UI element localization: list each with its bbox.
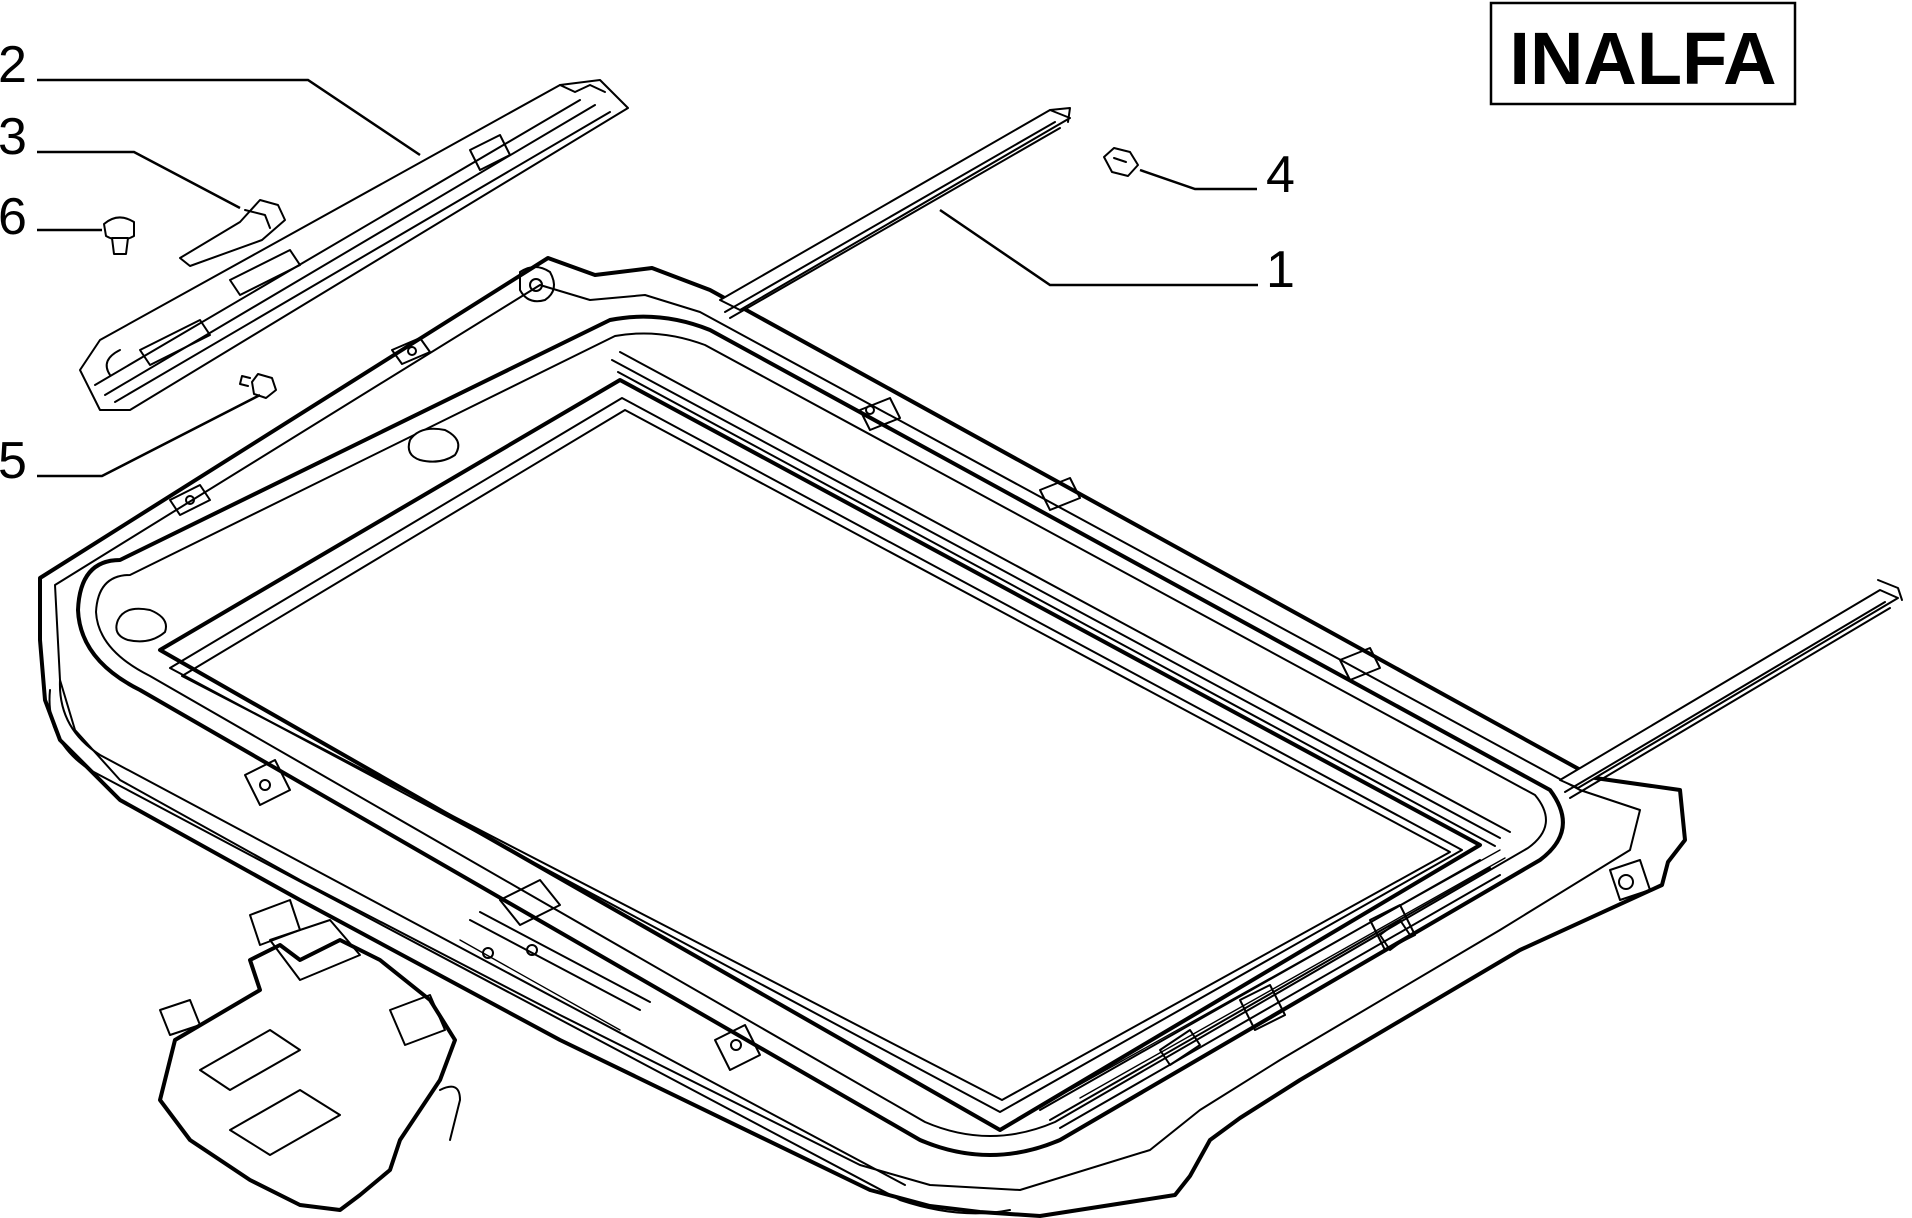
rail-left [79, 79, 629, 411]
callout-1: 1 [1266, 241, 1295, 299]
clip [1103, 147, 1139, 177]
callout-6: 6 [0, 188, 27, 246]
sunroof-frame [38, 256, 1687, 1218]
leader-3 [37, 150, 241, 210]
cable-guides [1039, 849, 1506, 1129]
callout-3: 3 [0, 108, 27, 166]
callout-5: 5 [0, 432, 27, 490]
leader-5 [37, 393, 261, 478]
rail-right [719, 107, 1903, 799]
callout-4: 4 [1266, 146, 1295, 204]
leader-2 [37, 78, 421, 157]
plug [103, 216, 135, 255]
callout-2: 2 [0, 36, 27, 94]
leader-1 [939, 208, 1258, 287]
leader-lines [37, 78, 1258, 478]
leader-4 [1139, 168, 1257, 191]
mounting-tabs [169, 266, 1651, 1071]
slider [179, 199, 286, 267]
brand-box: INALFA [1489, 1, 1797, 106]
motor-bracket [158, 899, 461, 1212]
drive-cables [459, 879, 651, 1031]
callout-numbers: 1 2 3 4 5 6 [0, 36, 1295, 490]
brand-label: INALFA [1509, 17, 1776, 100]
screw [239, 373, 277, 399]
